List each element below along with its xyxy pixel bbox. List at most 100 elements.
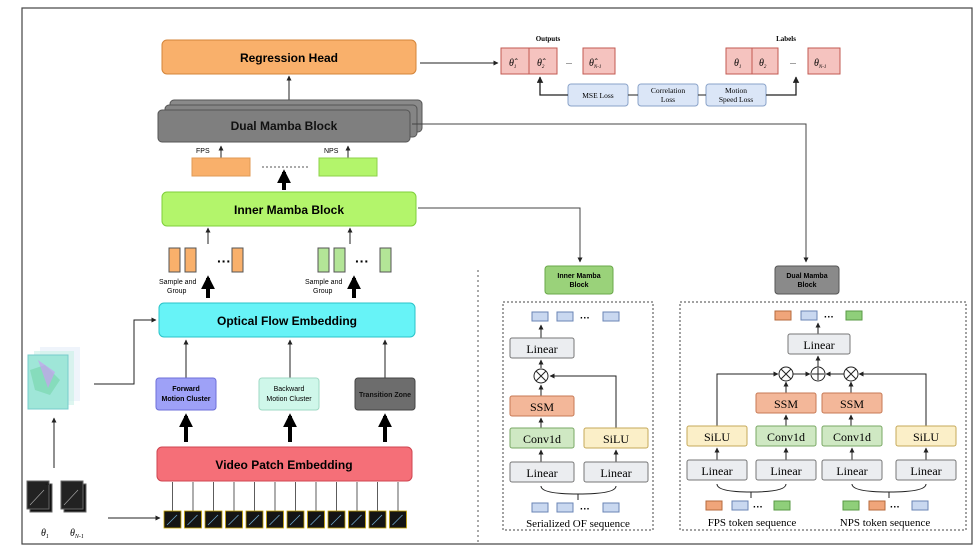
- inner-ssm-label: SSM: [530, 400, 554, 414]
- dual-linear-4-label: Linear: [910, 464, 941, 478]
- outputs-title: Outputs: [536, 35, 561, 43]
- inner-linear-right-label: Linear: [600, 466, 631, 480]
- dual-linear-3-box: [821, 459, 883, 481]
- dual-silu-left-label: SiLU: [704, 430, 730, 444]
- video-patch-stroke: [371, 514, 383, 526]
- arrow-thumb-to-optical: [104, 317, 157, 385]
- dual-top-tokens: ···: [774, 310, 863, 323]
- inner-linear-left-box: [509, 461, 575, 483]
- dual-linear-top-label: Linear: [803, 338, 834, 352]
- nps-label: NPS: [324, 148, 339, 155]
- dual-ssm-left-box: [755, 392, 817, 414]
- inner-bottom-tokens: ···: [531, 502, 620, 515]
- dual-mamba-block-label: Dual Mamba Block: [231, 119, 338, 133]
- dual-multiply-right-cross: [845, 368, 857, 380]
- video-patch-stroke: [289, 514, 301, 526]
- svg-text:θ̂1: θ̂1: [509, 58, 518, 70]
- arrow-dual-to-detail: [412, 123, 809, 263]
- dual-linear-top-box: [787, 333, 851, 355]
- inner-split-curve: [540, 485, 617, 495]
- svg-text:...: ...: [790, 57, 796, 66]
- serialized-sequence-label: Serialized OF sequence: [526, 518, 630, 530]
- inner-linear-right-box: [583, 461, 649, 483]
- dual-arrow-silu-left-up: [716, 371, 779, 426]
- dual-silu-right-label: SiLU: [913, 430, 939, 444]
- svg-text:···: ···: [890, 502, 900, 513]
- dual-ssm-right-label: SSM: [840, 397, 864, 411]
- svg-text:···: ···: [580, 313, 590, 324]
- video-patch-stroke: [248, 514, 260, 526]
- dual-arrow-silu-right-up: [858, 371, 927, 426]
- svg-text:...: ...: [566, 57, 572, 66]
- dual-split-left-curve: [716, 483, 787, 493]
- video-patch-stroke: [392, 514, 403, 526]
- dual-ssm-right-box: [821, 392, 883, 414]
- nps-token-box: [318, 157, 378, 177]
- dual-plus-cross: [812, 368, 824, 380]
- dual-detail-title-box: [774, 265, 840, 295]
- frames-dots: ···: [45, 481, 52, 488]
- inner-detail-title-box: [544, 265, 614, 295]
- optical-flow-thumbnails: [27, 347, 80, 410]
- inner-conv1d-label: Conv1d: [523, 432, 561, 446]
- dual-silu-left-box: [686, 425, 748, 447]
- inner-detail-frame: [502, 301, 654, 531]
- outer-frame: [21, 7, 973, 545]
- inner-mamba-block-box: [161, 191, 417, 227]
- video-patch-stroke: [166, 514, 178, 526]
- green-token: [379, 247, 392, 273]
- orange-token: [168, 247, 181, 273]
- svg-text:θ̂2: θ̂2: [537, 58, 546, 70]
- fps-token-sequence: ···: [705, 500, 791, 513]
- dual-linear-2-label: Linear: [770, 464, 801, 478]
- nps-sequence-label: NPS token sequence: [840, 517, 931, 529]
- arrow-loss-to-labels: [766, 76, 800, 96]
- dual-mamba-block-box: [157, 109, 411, 143]
- inner-multiply-cross: [535, 370, 547, 382]
- regression-head-box: [161, 39, 417, 75]
- inner-linear-top-box: [509, 337, 575, 359]
- inner-silu-label: SiLU: [603, 432, 629, 446]
- svg-text:···: ···: [824, 312, 834, 323]
- dual-multiply-left-cross: [780, 368, 792, 380]
- dual-linear-4-box: [895, 459, 957, 481]
- dual-silu-right-box: [895, 425, 957, 447]
- inner-ssm-box: [509, 395, 575, 417]
- video-patch-strip: [163, 482, 407, 529]
- dual-conv-left-box: [755, 425, 817, 447]
- outputs-cells: θ̂1 θ̂2 ... θ̂N-1: [500, 47, 616, 75]
- dual-split-right-curve: [851, 483, 927, 493]
- orange-token-ellipsis: ···: [217, 253, 231, 269]
- dual-detail-frame: [679, 301, 967, 531]
- green-token-ellipsis: ···: [355, 253, 369, 269]
- backward-motion-cluster-box: [258, 377, 320, 411]
- inner-top-tokens: ···: [531, 311, 620, 324]
- fps-sequence-label: FPS token sequence: [708, 517, 797, 529]
- inner-linear-top-label: Linear: [526, 342, 557, 356]
- inner-conv1d-box: [509, 427, 575, 449]
- video-frame-stacks: [26, 480, 87, 513]
- arrow-loss-to-outputs: [536, 76, 568, 96]
- labels-title: Labels: [776, 35, 796, 43]
- svg-text:···: ···: [580, 504, 590, 515]
- inner-silu-box: [583, 427, 649, 449]
- theta-n-label: θN-1: [70, 528, 84, 540]
- dual-linear-1-label: Linear: [701, 464, 732, 478]
- forward-motion-cluster-box: [155, 377, 217, 411]
- optical-flow-embedding-label: Optical Flow Embedding: [217, 314, 357, 328]
- inner-arrow-silu-to-mult: [549, 373, 617, 428]
- nps-token-sequence: ···: [842, 500, 929, 513]
- video-patch-stroke: [269, 514, 280, 526]
- fps-label: FPS: [196, 148, 210, 155]
- arrow-inner-to-detail: [418, 207, 583, 263]
- theta-1-label: θ1: [41, 528, 49, 540]
- green-token: [317, 247, 330, 273]
- svg-text:θ2: θ2: [759, 58, 767, 70]
